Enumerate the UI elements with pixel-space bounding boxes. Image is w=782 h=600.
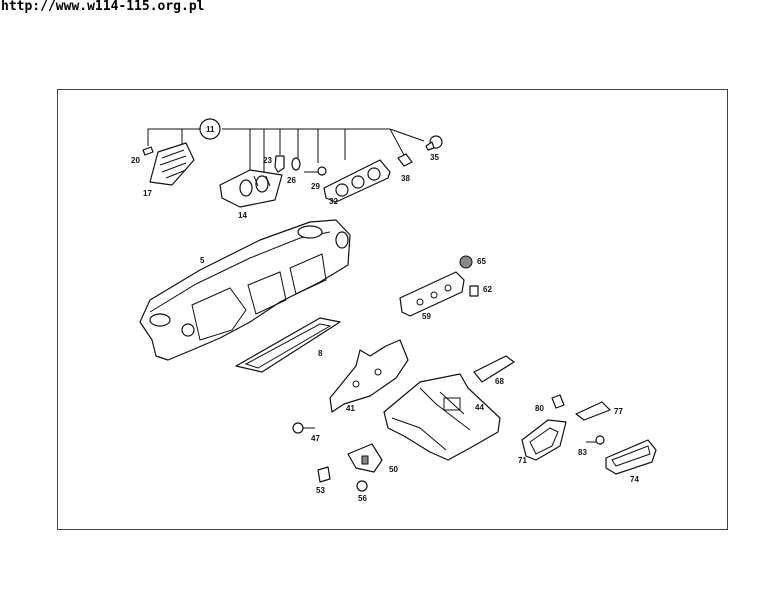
- part-41-bracket: [329, 339, 409, 413]
- part-83-screw: [586, 435, 605, 445]
- part-59-switch-panel: [399, 271, 465, 317]
- label-32: 32: [329, 197, 338, 206]
- label-47: 47: [311, 434, 320, 443]
- part-8-panel: [235, 317, 341, 373]
- part-29-screw: [304, 166, 327, 176]
- part-32-gauge-panel: [323, 159, 391, 203]
- part-38-clip: [397, 153, 413, 167]
- part-5-dashboard: [139, 219, 351, 361]
- part-26-ring: [291, 157, 301, 171]
- part-14-housing: [219, 169, 283, 208]
- part-71-frame: [521, 419, 567, 461]
- label-53: 53: [316, 486, 325, 495]
- part-77-bracket: [575, 401, 611, 421]
- leader-lines: [147, 118, 425, 174]
- label-17: 17: [143, 189, 152, 198]
- part-74-ashtray: [605, 439, 657, 475]
- part-23-bracket: [274, 155, 285, 173]
- label-20: 20: [131, 156, 140, 165]
- part-44-console: [383, 373, 501, 461]
- part-80-bracket: [551, 394, 565, 409]
- label-44: 44: [475, 403, 484, 412]
- part-53-clip: [317, 466, 331, 483]
- label-83: 83: [578, 448, 587, 457]
- label-77: 77: [614, 407, 623, 416]
- part-35-knob: [425, 135, 443, 151]
- label-11: 11: [206, 125, 215, 134]
- label-74: 74: [630, 475, 639, 484]
- part-50-bracket: [347, 443, 383, 473]
- label-29: 29: [311, 182, 320, 191]
- part-20-clip: [142, 146, 154, 156]
- part-68-pad: [473, 355, 515, 383]
- part-62-clip: [469, 285, 479, 297]
- label-26: 26: [287, 176, 296, 185]
- label-68: 68: [495, 377, 504, 386]
- label-80: 80: [535, 404, 544, 413]
- part-65-nut: [459, 255, 473, 269]
- label-71: 71: [518, 456, 527, 465]
- label-38: 38: [401, 174, 410, 183]
- label-8: 8: [318, 349, 323, 358]
- label-5: 5: [200, 256, 205, 265]
- label-65: 65: [477, 257, 486, 266]
- part-47-screw: [292, 422, 315, 434]
- label-56: 56: [358, 494, 367, 503]
- label-62: 62: [483, 285, 492, 294]
- label-50: 50: [389, 465, 398, 474]
- label-14: 14: [238, 211, 247, 220]
- label-23: 23: [263, 156, 272, 165]
- site-url: http://www.w114-115.org.pl: [1, 0, 205, 14]
- part-56-plug: [356, 480, 368, 492]
- part-17-vent: [149, 142, 195, 186]
- label-41: 41: [346, 404, 355, 413]
- label-59: 59: [422, 312, 431, 321]
- diagram-frame: [57, 89, 728, 530]
- label-35: 35: [430, 153, 439, 162]
- part-labels: 11 20 17 23 26 29 14 32 38 35 5 65 62 59…: [131, 125, 639, 503]
